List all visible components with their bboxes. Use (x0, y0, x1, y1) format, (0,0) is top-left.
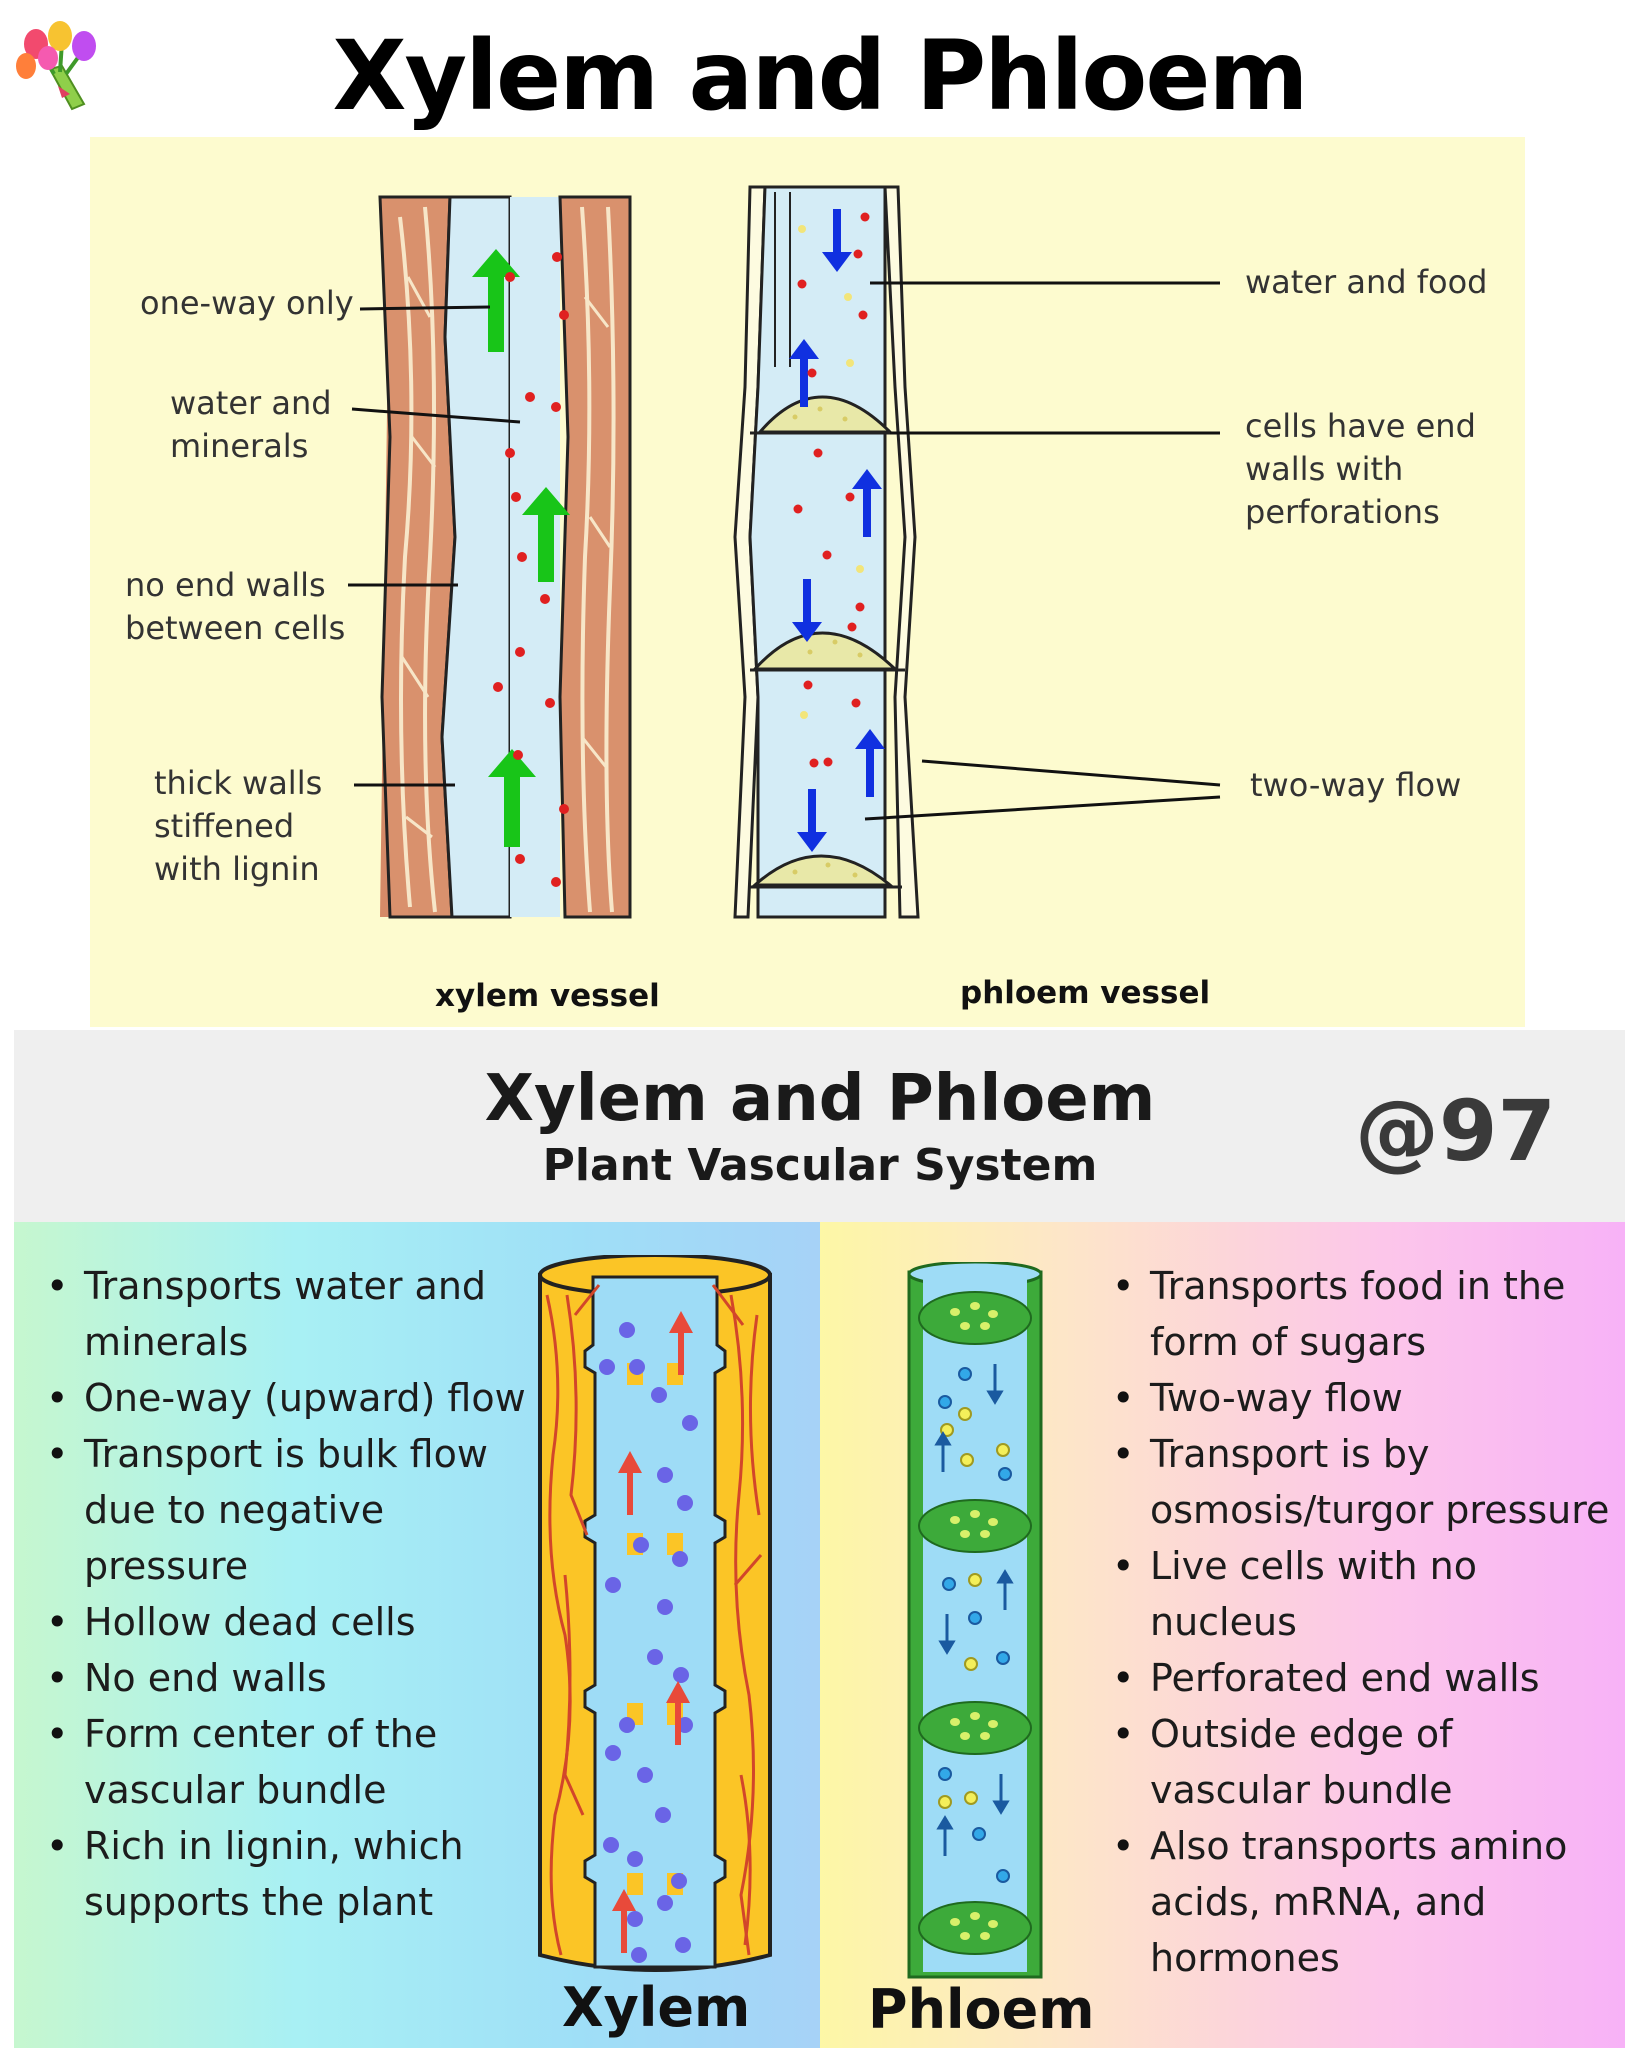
bottom-subtitle: Plant Vascular System (542, 1140, 1098, 1191)
main-title: Xylem and Phloem (332, 20, 1308, 132)
list-item: No end walls (46, 1650, 526, 1706)
watermark-handle: @97 (1355, 1082, 1556, 1180)
xylem-facts-list: Transports water and minerals One-way (u… (46, 1258, 526, 1930)
phloem-vessel-caption: phloem vessel (960, 975, 1211, 1011)
phloem-vessel-drawing (733, 185, 920, 919)
list-item: Transport is bulk flow due to negative p… (46, 1426, 526, 1594)
label-end-walls-perforations: cells have end walls with perforations (1245, 407, 1476, 531)
xylem-particle-dots (493, 252, 569, 887)
top-vessel-diagram (348, 185, 1221, 919)
label-no-end-walls: no end walls between cells (125, 566, 346, 647)
bottom-title: Xylem and Phloem (484, 1062, 1156, 1136)
phloem-illustration-label: Phloem (868, 1978, 1095, 2041)
list-item: Rich in lignin, which supports the plant (46, 1818, 526, 1930)
phloem-particle-dots (793, 212, 870, 768)
list-item: Live cells with no nucleus (1112, 1538, 1612, 1650)
list-item: Hollow dead cells (46, 1594, 526, 1650)
xylem-vessel-caption: xylem vessel (435, 978, 660, 1014)
label-two-way-flow: two-way flow (1250, 766, 1462, 804)
label-water-and-food: water and food (1245, 263, 1488, 301)
list-item: One-way (upward) flow (46, 1370, 526, 1426)
label-one-way-only: one-way only (140, 284, 354, 322)
list-item: Transports food in the form of sugars (1112, 1258, 1612, 1370)
tulip-bouquet-icon (16, 21, 96, 111)
xylem-tube-illustration (538, 1255, 772, 1972)
label-water-and-minerals: water and minerals (170, 384, 332, 465)
xylem-illustration-label: Xylem (562, 1976, 751, 2039)
list-item: Outside edge of vascular bundle (1112, 1706, 1612, 1818)
bottom-header-band (14, 1030, 1625, 1222)
list-item: Perforated end walls (1112, 1650, 1612, 1706)
phloem-tube-illustration (907, 1262, 1043, 1979)
list-item: Transport is by osmosis/turgor pressure (1112, 1426, 1612, 1538)
xylem-vessel-drawing (378, 195, 632, 919)
phloem-blue-arrow (789, 209, 885, 852)
list-item: Two-way flow (1112, 1370, 1612, 1426)
phloem-facts-list: Transports food in the form of sugars Tw… (1112, 1258, 1612, 1986)
list-item: Also transports amino acids, mRNA, and h… (1112, 1818, 1612, 1986)
list-item: Form center of the vascular bundle (46, 1706, 526, 1818)
label-leader-lines (348, 281, 1221, 821)
list-item: Transports water and minerals (46, 1258, 526, 1370)
phloem-yellow-dots (798, 225, 864, 719)
label-thick-walls: thick walls stiffened with lignin (154, 764, 323, 888)
